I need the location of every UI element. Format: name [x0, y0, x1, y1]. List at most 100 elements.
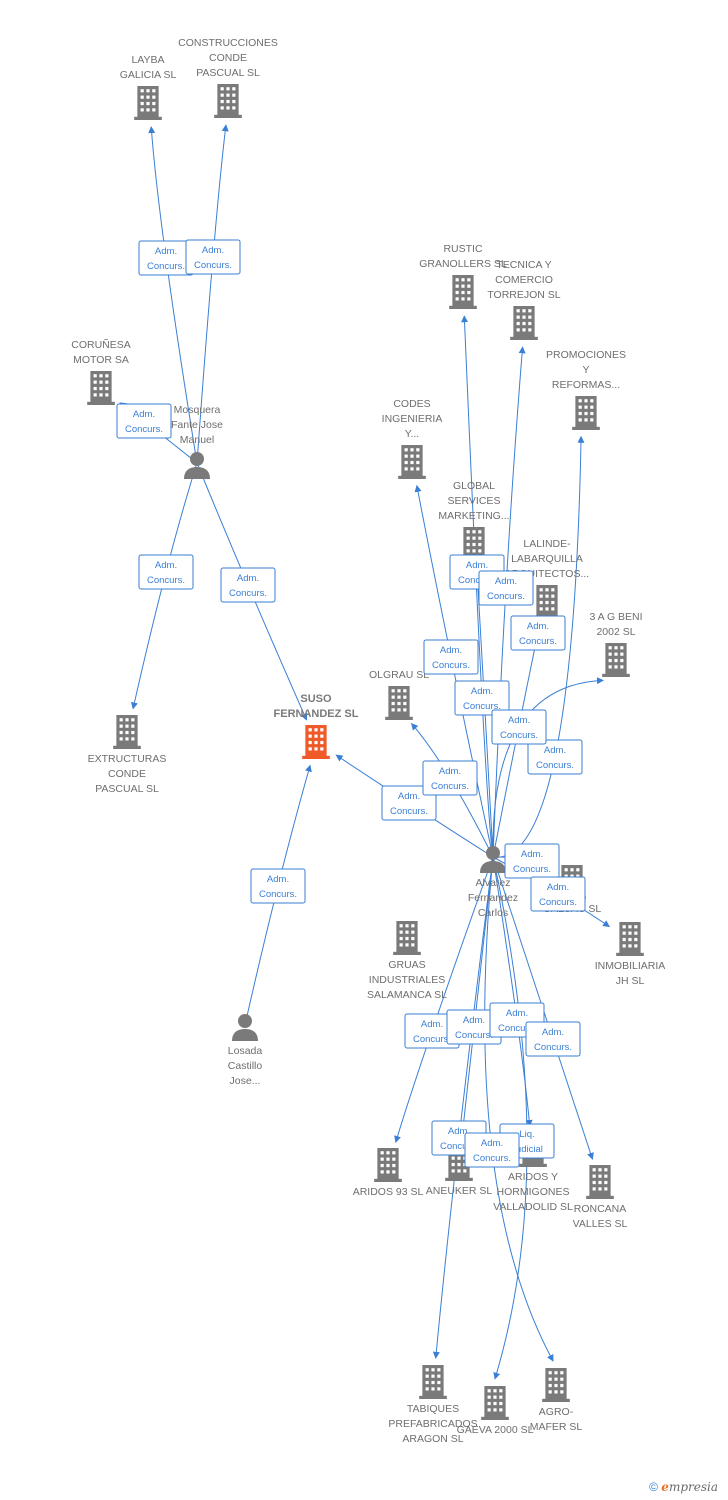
tag-label: Adm. [544, 745, 566, 756]
tag-box [422, 760, 478, 796]
node-codes[interactable]: CODESINGENIERIAY... [382, 398, 443, 479]
relationship-tag-alvarez-to-agro[interactable]: Adm.Concurs. [464, 1132, 520, 1168]
tag-label: Liq. [519, 1129, 534, 1140]
node-global[interactable]: GLOBALSERVICESMARKETING... [438, 480, 510, 561]
node-losada[interactable]: LosadaCastilloJose... [228, 1014, 263, 1087]
building-icon [374, 1148, 402, 1182]
relationship-tag-alvarez-to-tecnica[interactable]: Adm.Concurs. [478, 570, 534, 606]
node-olgrau[interactable]: OLGRAU SL [369, 669, 429, 720]
node-label: Losada [228, 1045, 263, 1057]
node-aneuker[interactable]: ANEUKER SL [426, 1147, 493, 1197]
relationship-tag-alvarez-to-promociones[interactable]: Adm. Concurs. [527, 739, 583, 775]
node-label: ANEUKER SL [426, 1185, 493, 1197]
node-label: MARKETING... [438, 510, 509, 522]
relationship-tag-mosquera-to-construcciones[interactable]: Adm. Concurs. [185, 239, 241, 275]
node-label: TORREJON SL [487, 289, 560, 301]
node-label: MOTOR SA [73, 354, 129, 366]
node-label: LAYBA [131, 54, 164, 66]
building-icon [214, 84, 242, 118]
node-gaeva[interactable]: GAEVA 2000 SL [457, 1386, 534, 1436]
relationship-tag-mosquera-to-corunesa[interactable]: Adm.Concurs. [116, 403, 172, 439]
relationship-tag-alvarez-to-inmobiliaria[interactable]: Adm.Concurs. [530, 876, 586, 912]
node-label: ARIDOS 93 SL [353, 1186, 424, 1198]
node-label: GRANOLLERS SL [419, 258, 507, 270]
relationship-tag-alvarez-to-aneuker[interactable]: Adm.Concurs. [446, 1009, 502, 1045]
tag-label: Adm. [508, 715, 530, 726]
node-label: EXTRUCTURAS [88, 753, 167, 765]
node-label: GAEVA 2000 SL [457, 1424, 534, 1436]
node-label: Castillo [228, 1060, 263, 1072]
tag-box [138, 554, 194, 590]
node-label: CODES [393, 398, 430, 410]
node-label: CONDE [108, 768, 146, 780]
building-icon [481, 1386, 509, 1420]
relationship-tag-mosquera-to-extructuras[interactable]: Adm.Concurs. [138, 554, 194, 590]
node-label: Y [582, 364, 589, 376]
tag-label: Adm. [521, 849, 543, 860]
tag-box [530, 876, 586, 912]
copyright-symbol: © [649, 1480, 658, 1494]
node-agro[interactable]: AGRO-MAFER SL [530, 1368, 583, 1433]
node-label: VALLADOLID SL [493, 1201, 573, 1213]
relationship-tag-losada-to-suso[interactable]: Adm.Concurs. [250, 868, 306, 904]
tag-box [464, 1132, 520, 1168]
tag-label: Adm. [202, 245, 224, 256]
tag-label: Concurs. [500, 730, 538, 741]
building-icon [113, 715, 141, 749]
relationship-tag-alvarez-to-codes[interactable]: Adm.Concurs. [423, 639, 479, 675]
node-label: AGRO- [539, 1406, 574, 1418]
relationship-tag-mosquera-to-layba[interactable]: Adm.Concurs. [138, 240, 194, 276]
building-icon [572, 396, 600, 430]
relationship-tag-alvarez-to-olgrau[interactable]: Adm.Concurs. [422, 760, 478, 796]
tag-label: Adm. [471, 686, 493, 697]
tag-label: Concurs. [473, 1153, 511, 1164]
tag-label: Concurs. [194, 260, 232, 271]
node-label: Carlos [478, 907, 508, 919]
relationship-tag-alvarez-to-suso[interactable]: Adm. Concurs. [381, 785, 437, 821]
node-promociones[interactable]: PROMOCIONESYREFORMAS... [546, 349, 626, 430]
empresia-logo: empresia [661, 1480, 718, 1494]
edge-alvarez-to-gaeva [492, 856, 528, 1380]
node-label: CONDE [209, 52, 247, 64]
relationship-tags: Adm. Concurs. Adm. Concurs. Adm. Concurs. Adm.… [116, 239, 586, 1168]
node-label: JH SL [616, 975, 645, 987]
tag-box [510, 615, 566, 651]
relationship-tag-alvarez-to-rustic[interactable]: Adm.Concurs. [454, 680, 510, 716]
tag-label: Concurs. [259, 889, 297, 900]
relationship-tag-alvarez-to-lalinde[interactable]: Adm.Concurs. [510, 615, 566, 651]
tag-label: Adm. [398, 791, 420, 802]
tag-label: Concurs. [536, 760, 574, 771]
relationship-tag-alvarez-to-galsac[interactable]: Adm.Concurs. [504, 843, 560, 879]
footer-brand: © empresia [649, 1480, 718, 1494]
tag-label: Adm. [439, 766, 461, 777]
relationship-tag-mosquera-to-suso[interactable]: Adm.Concurs. [220, 567, 276, 603]
tag-label: Concurs. [147, 261, 185, 272]
tag-label: Concurs. [390, 806, 428, 817]
tag-label: Concurs. [487, 591, 525, 602]
tag-label: Concurs. [534, 1042, 572, 1053]
tag-label: Concurs. [432, 660, 470, 671]
relationship-tag-alvarez-to-aag[interactable]: Adm. Concurs. [491, 709, 547, 745]
node-label: ARAGON SL [402, 1433, 463, 1445]
node-label: LALINDE- [523, 538, 571, 550]
tag-label: Concurs. [229, 588, 267, 599]
node-aridos93[interactable]: ARIDOS 93 SL [353, 1148, 424, 1198]
relationship-tag-alvarez-to-roncana[interactable]: Adm.Concurs. [525, 1021, 581, 1057]
building-icon [533, 585, 561, 619]
